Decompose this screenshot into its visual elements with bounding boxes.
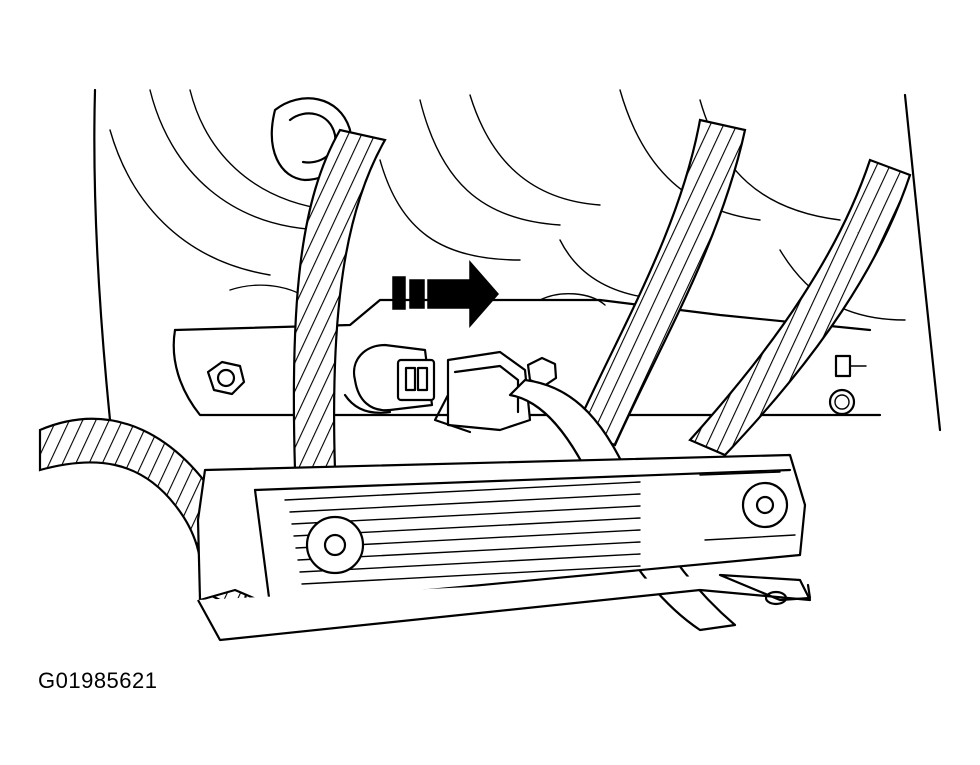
sensor: [343, 343, 436, 414]
bracket: [196, 453, 812, 642]
mounting-bolt: [206, 354, 867, 416]
direction-arrow: [392, 260, 499, 328]
figure-id-label: G01985621: [38, 668, 158, 693]
